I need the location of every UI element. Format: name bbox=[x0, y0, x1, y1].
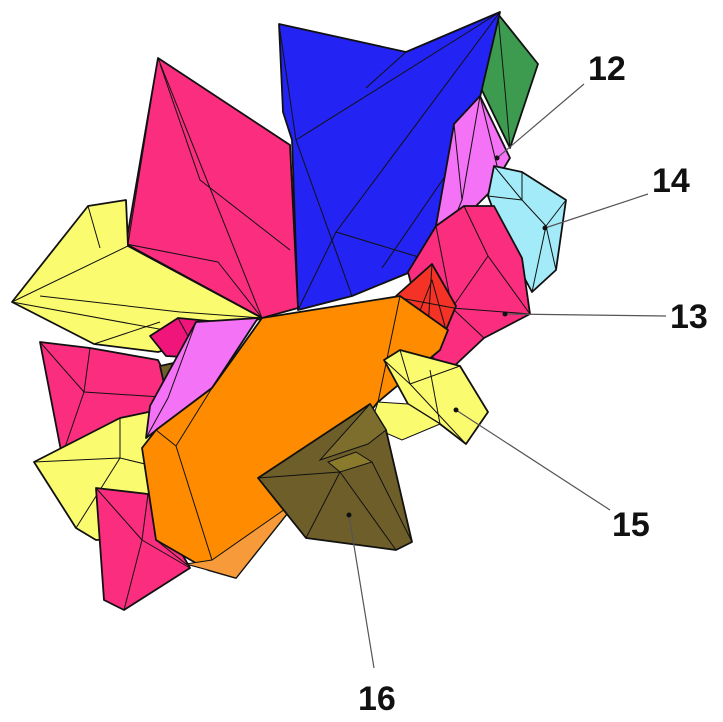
leader-16-dot bbox=[347, 513, 352, 518]
callout-label-14: 14 bbox=[652, 162, 690, 200]
callout-label-12: 12 bbox=[588, 50, 626, 88]
leader-14-dot bbox=[543, 226, 548, 231]
callout-label-13: 13 bbox=[670, 298, 708, 336]
callout-label-16: 16 bbox=[358, 680, 396, 718]
leader-12-dot bbox=[495, 156, 500, 161]
leader-13-dot bbox=[503, 312, 508, 317]
callout-label-15: 15 bbox=[612, 506, 650, 544]
crystal-yellow-15 bbox=[370, 350, 488, 444]
leader-15 bbox=[456, 410, 610, 510]
leader-15-dot bbox=[454, 408, 459, 413]
